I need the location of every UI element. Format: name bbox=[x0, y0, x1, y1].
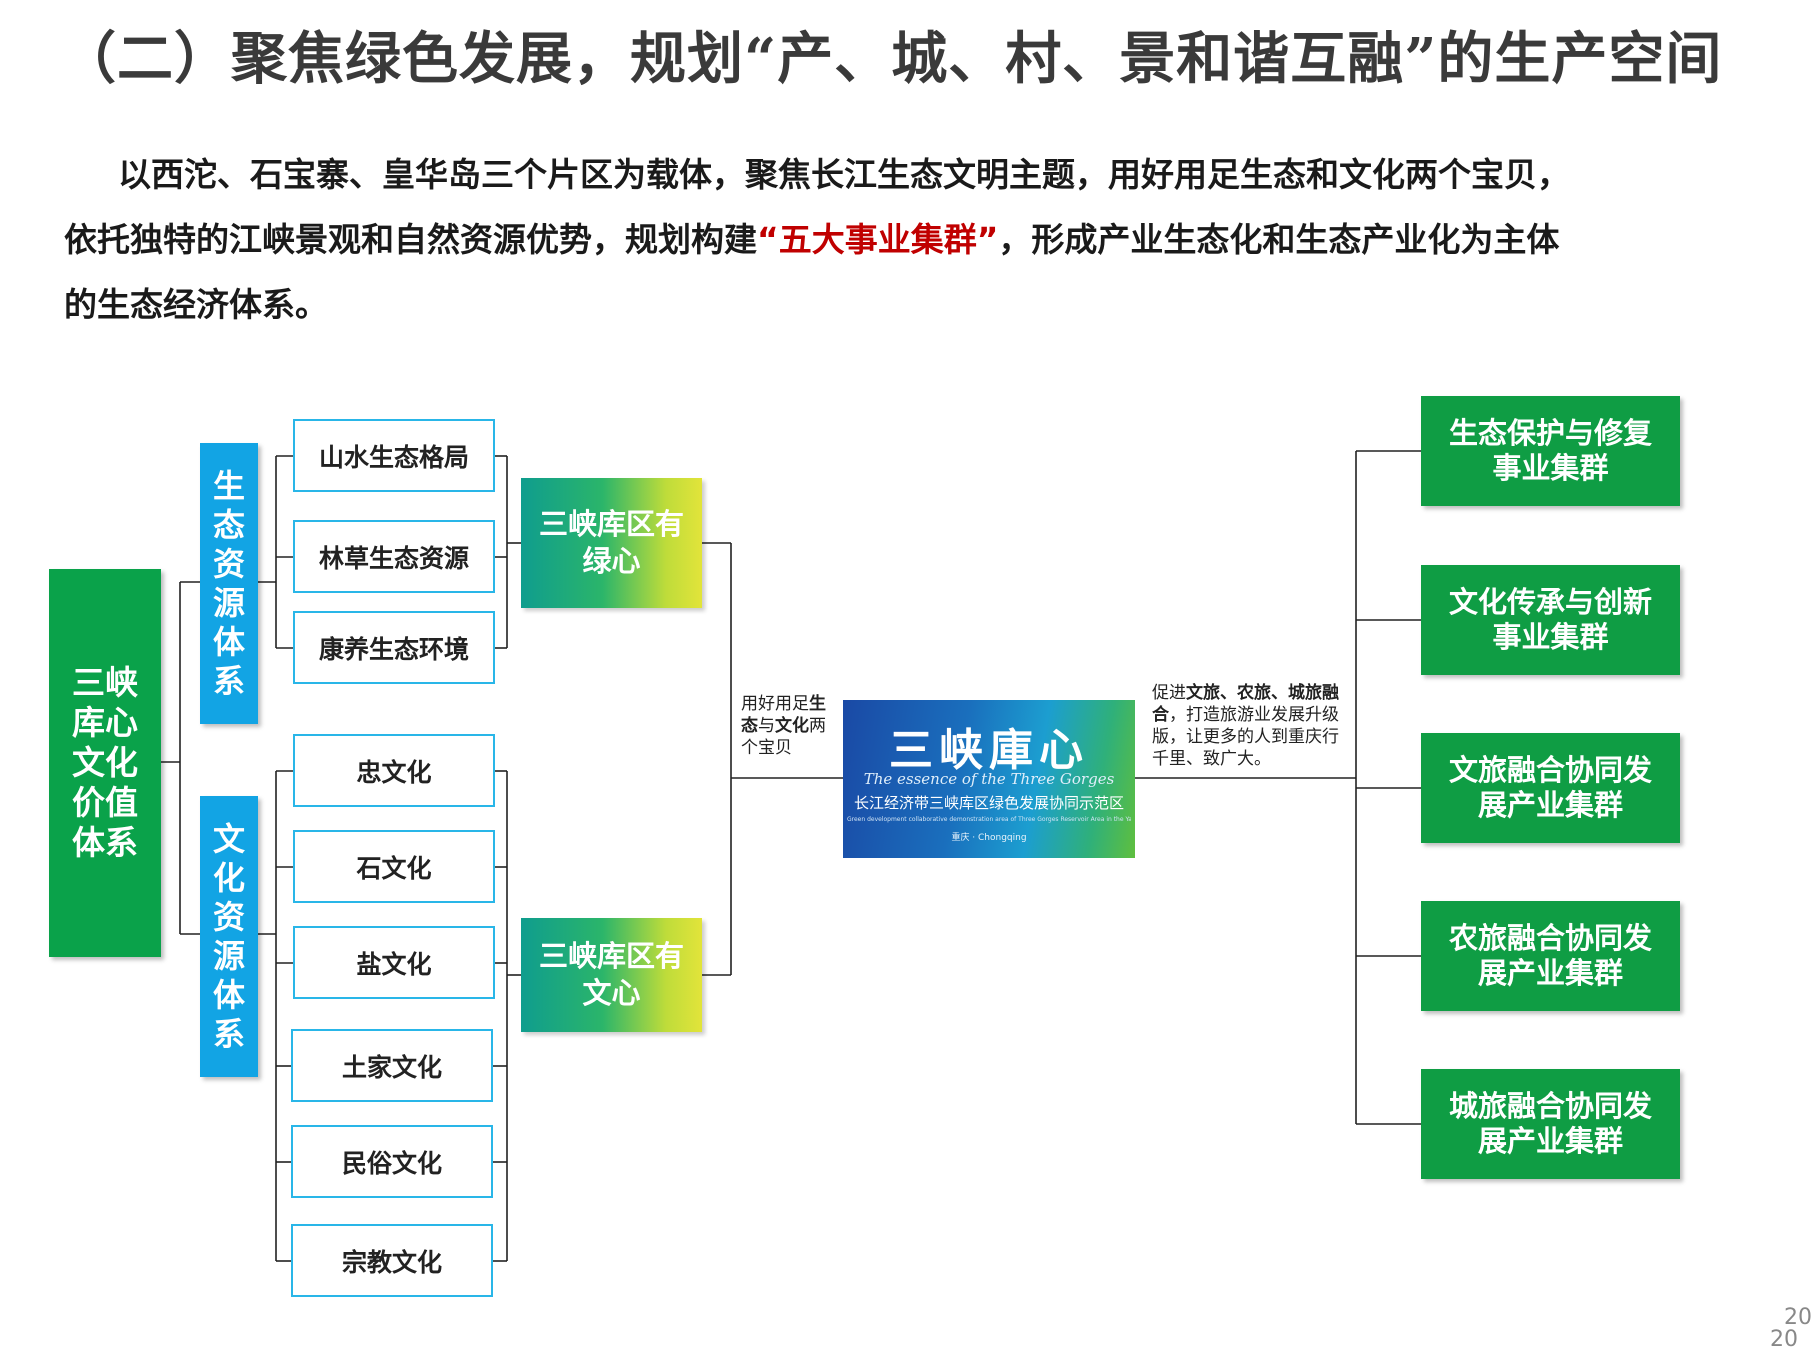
green-heart-label: 三峡库区有绿心 bbox=[538, 507, 684, 578]
intro-line-2-pre: 依托独特的江峡景观和自然资源优势，规划构建 bbox=[64, 220, 757, 259]
ecology-item: 康养生态环境 bbox=[293, 611, 495, 684]
cluster-label: 文化传承与创新事业集群 bbox=[1448, 585, 1652, 654]
culture-item: 宗教文化 bbox=[291, 1224, 493, 1297]
intro-line-2: 依托独特的江峡景观和自然资源优势，规划构建“五大事业集群”，形成产业生态化和生态… bbox=[64, 213, 1764, 261]
left-note-bold: 生态 bbox=[741, 694, 826, 736]
culture-item: 盐文化 bbox=[293, 926, 495, 999]
page-number: 20 20 bbox=[1762, 1305, 1818, 1361]
ecology-item: 林草生态资源 bbox=[293, 520, 495, 593]
cluster-box: 文化传承与创新事业集群 bbox=[1421, 565, 1680, 675]
root-value-system: 三峡库心文化价值体系 bbox=[49, 569, 161, 957]
green-heart-box: 三峡库区有绿心 bbox=[521, 478, 702, 608]
intro-line-2-post: ，形成产业生态化和生态产业化为主体 bbox=[998, 220, 1560, 259]
cluster-box: 文旅融合协同发展产业集群 bbox=[1421, 733, 1680, 843]
logo-place: 重庆 · Chongqing bbox=[951, 833, 1027, 843]
right-note-bold: 文旅、农旅、城旅融合 bbox=[1152, 683, 1339, 725]
right-note-text: ，打造旅游业发展升级版，让更多的人到重庆行千里、致广大。 bbox=[1152, 705, 1339, 769]
cluster-label: 生态保护与修复事业集群 bbox=[1448, 416, 1652, 485]
ecology-resource-system-label: 生态资源体系 bbox=[212, 466, 245, 700]
logo-english-text: The essence of the Three Gorges bbox=[863, 770, 1115, 788]
cluster-label: 文旅融合协同发展产业集群 bbox=[1448, 753, 1652, 822]
intro-line-3: 的生态经济体系。 bbox=[64, 285, 328, 324]
intro-highlight: “五大事业集群” bbox=[757, 220, 999, 259]
intro-line-1: 以西沱、石宝寨、皇华岛三个片区为载体，聚焦长江生态文明主题，用好用足生态和文化两… bbox=[118, 155, 1570, 194]
culture-item: 忠文化 bbox=[293, 734, 495, 807]
left-note-text: 两个宝贝 bbox=[741, 716, 826, 758]
cluster-box: 城旅融合协同发展产业集群 bbox=[1421, 1069, 1680, 1179]
ecology-item: 山水生态格局 bbox=[293, 419, 495, 492]
left-note-text: 与 bbox=[758, 716, 775, 736]
logo-main-text: 三峡庫心 bbox=[889, 725, 1089, 776]
ecology-resource-system: 生态资源体系 bbox=[200, 443, 258, 724]
culture-resource-system: 文化资源体系 bbox=[200, 796, 258, 1077]
culture-item: 石文化 bbox=[293, 830, 495, 903]
page-number-top: 20 bbox=[1784, 1305, 1812, 1330]
left-note: 用好用足生态与文化两个宝贝 bbox=[741, 693, 841, 759]
page-title: （二）聚焦绿色发展，规划“产、城、村、景和谐互融”的生产空间 bbox=[60, 26, 1723, 92]
culture-item: 土家文化 bbox=[291, 1029, 493, 1102]
logo-fine-print: Green development collaborative demonstr… bbox=[847, 816, 1131, 823]
culture-item: 民俗文化 bbox=[291, 1125, 493, 1198]
left-note-bold: 文化 bbox=[775, 716, 809, 736]
logo-chinese-text: 长江经济带三峡库区绿色发展协同示范区 bbox=[853, 794, 1124, 812]
culture-heart-box: 三峡库区有文心 bbox=[521, 918, 702, 1032]
culture-heart-label: 三峡库区有文心 bbox=[538, 939, 684, 1010]
culture-resource-system-label: 文化资源体系 bbox=[212, 819, 245, 1053]
right-note: 促进文旅、农旅、城旅融合，打造旅游业发展升级版，让更多的人到重庆行千里、致广大。 bbox=[1152, 682, 1352, 770]
left-note-text: 用好用足 bbox=[741, 694, 809, 714]
cluster-box: 生态保护与修复事业集群 bbox=[1421, 396, 1680, 506]
cluster-label: 农旅融合协同发展产业集群 bbox=[1448, 921, 1652, 990]
right-note-text: 促进 bbox=[1152, 683, 1186, 703]
page-number-bottom: 20 bbox=[1770, 1327, 1798, 1352]
cluster-box: 农旅融合协同发展产业集群 bbox=[1421, 901, 1680, 1011]
root-value-system-label: 三峡库心文化价值体系 bbox=[72, 663, 138, 862]
cluster-label: 城旅融合协同发展产业集群 bbox=[1448, 1089, 1652, 1158]
center-logo: 三峡庫心 The essence of the Three Gorges 长江经… bbox=[843, 700, 1135, 858]
